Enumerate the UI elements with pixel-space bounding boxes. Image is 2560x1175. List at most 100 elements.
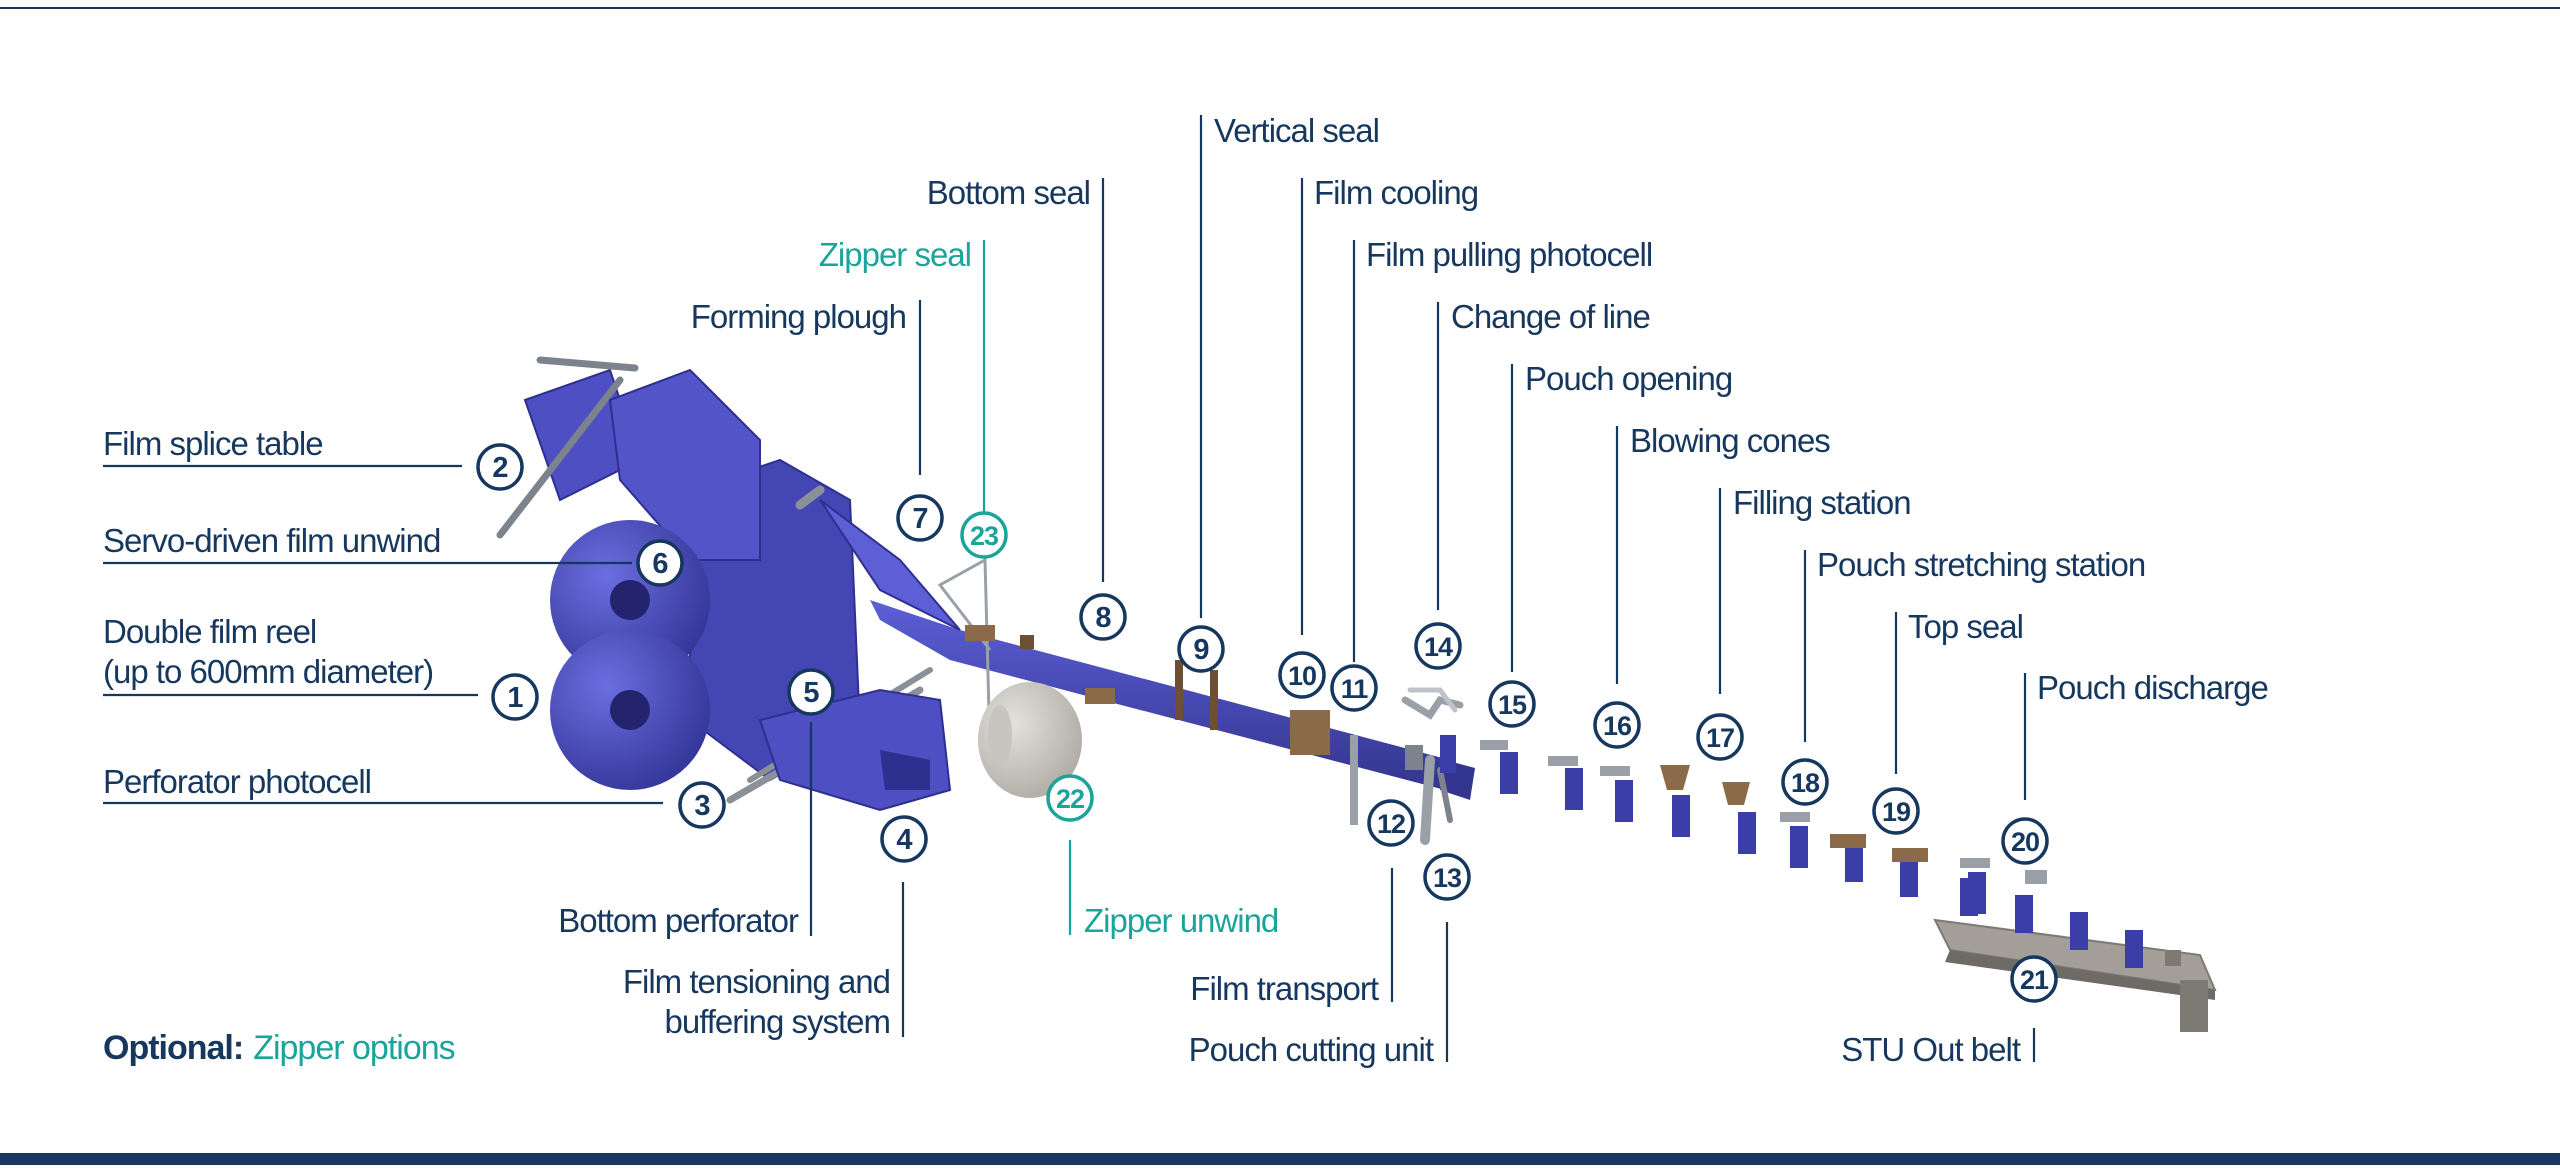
label-stu-out-belt: STU Out belt	[1841, 1031, 2021, 1068]
label-double-film-reel-line2: (up to 600mm diameter)	[103, 653, 434, 690]
badge-number-7: 7	[912, 503, 927, 535]
label-top-seal: Top seal	[1908, 608, 2024, 645]
badge-number-8: 8	[1095, 602, 1111, 634]
forming-plough	[819, 499, 961, 631]
label-double-film-reel-line1: Double film reel	[103, 613, 317, 650]
badge-circle-19	[1872, 787, 1920, 835]
badge-8: 8	[1079, 593, 1127, 641]
badge-4: 4	[880, 815, 928, 863]
badge-number-14: 14	[1424, 632, 1453, 662]
badge-number-11: 11	[1341, 674, 1369, 704]
badge-circle-12	[1367, 799, 1415, 847]
badge-13: 13	[1423, 853, 1471, 901]
badge-circle-11	[1330, 664, 1378, 712]
badge-14: 14	[1414, 622, 1462, 670]
badge-6: 6	[636, 539, 684, 587]
badge-number-19: 19	[1882, 797, 1911, 827]
badge-circle-2	[476, 443, 524, 491]
badge-circle-21	[2010, 955, 2058, 1003]
badge-circle-18	[1781, 758, 1829, 806]
leader-lines	[103, 115, 2036, 1062]
label-pouch-opening: Pouch opening	[1525, 360, 1733, 397]
badge-21: 21	[2010, 955, 2058, 1003]
badge-9: 9	[1177, 625, 1225, 673]
badge-circle-22	[1046, 774, 1094, 822]
badge-circle-15	[1488, 680, 1536, 728]
badge-number-15: 15	[1498, 690, 1527, 720]
badge-circle-7	[896, 494, 944, 542]
badge-number-20: 20	[2011, 827, 2039, 857]
badge-number-4: 4	[896, 824, 912, 856]
pouches	[1440, 735, 1986, 914]
badge-number-17: 17	[1706, 723, 1734, 753]
badge-circle-9	[1177, 625, 1225, 673]
label-film-cooling: Film cooling	[1314, 174, 1479, 211]
badge-12: 12	[1367, 799, 1415, 847]
bottom-bar	[0, 1153, 2560, 1165]
badge-number-9: 9	[1193, 634, 1209, 666]
badge-number-22: 22	[1056, 784, 1084, 814]
badge-circle-20	[2001, 817, 2049, 865]
badge-23: 23	[960, 511, 1008, 559]
badge-circle-8	[1079, 593, 1127, 641]
badge-3: 3	[678, 781, 726, 829]
badge-number-3: 3	[694, 790, 710, 822]
label-vertical-seal: Vertical seal	[1214, 112, 1380, 149]
badge-number-12: 12	[1377, 809, 1405, 839]
badge-number-5: 5	[803, 677, 819, 709]
badge-20: 20	[2001, 817, 2049, 865]
badge-circle-23	[960, 511, 1008, 559]
badge-2: 2	[476, 443, 524, 491]
badge-circle-17	[1696, 713, 1744, 761]
label-zipper-unwind: Zipper unwind	[1084, 902, 1279, 939]
badge-circle-5	[787, 668, 835, 716]
badge-number-2: 2	[492, 452, 507, 484]
badge-number-6: 6	[652, 548, 668, 580]
badge-circle-6	[636, 539, 684, 587]
badge-19: 19	[1872, 787, 1920, 835]
badge-7: 7	[896, 494, 944, 542]
badge-10: 10	[1278, 651, 1326, 699]
label-perforator-photocell: Perforator photocell	[103, 763, 372, 800]
legend: Optional:Zipper options	[103, 1028, 456, 1068]
label-film-tensioning: Film tensioning and buffering system	[622, 962, 891, 1042]
badge-circle-3	[678, 781, 726, 829]
badge-1: 1	[491, 673, 539, 721]
label-change-of-line: Change of line	[1451, 298, 1651, 335]
station-heads	[1480, 740, 2047, 884]
label-pouch-stretching-station: Pouch stretching station	[1817, 546, 2146, 583]
badge-15: 15	[1488, 680, 1536, 728]
badge-16: 16	[1593, 701, 1641, 749]
label-film-splice-table: Film splice table	[103, 425, 324, 462]
label-zipper-seal: Zipper seal	[818, 236, 972, 273]
label-double-film-reel: Double film reel (up to 600mm diameter)	[103, 612, 434, 692]
badge-circle-16	[1593, 701, 1641, 749]
badge-number-1: 1	[507, 682, 523, 714]
label-film-tensioning-line1: Film tensioning and	[622, 963, 891, 1000]
label-bottom-seal: Bottom seal	[926, 174, 1091, 211]
badge-number-13: 13	[1433, 863, 1462, 893]
label-film-transport: Film transport	[1190, 970, 1379, 1007]
badge-17: 17	[1696, 713, 1744, 761]
badge-circle-13	[1423, 853, 1471, 901]
label-film-pulling-photocell: Film pulling photocell	[1366, 236, 1653, 273]
badge-5: 5	[787, 668, 835, 716]
label-servo-driven-film-unwind: Servo-driven film unwind	[103, 522, 441, 559]
label-film-tensioning-line2: buffering system	[664, 1003, 891, 1040]
badge-number-21: 21	[2020, 965, 2049, 995]
badge-number-10: 10	[1288, 661, 1316, 691]
label-filling-station: Filling station	[1733, 484, 1912, 521]
label-forming-plough: Forming plough	[690, 298, 907, 335]
badge-11: 11	[1330, 664, 1378, 712]
badge-22: 22	[1046, 774, 1094, 822]
badge-circle-1	[491, 673, 539, 721]
badge-circle-14	[1414, 622, 1462, 670]
badge-number-16: 16	[1603, 711, 1632, 741]
legend-optional-text: Zipper options	[253, 1029, 455, 1067]
label-pouch-cutting-unit: Pouch cutting unit	[1188, 1031, 1434, 1068]
badge-circle-10	[1278, 651, 1326, 699]
badge-number-23: 23	[970, 521, 999, 551]
